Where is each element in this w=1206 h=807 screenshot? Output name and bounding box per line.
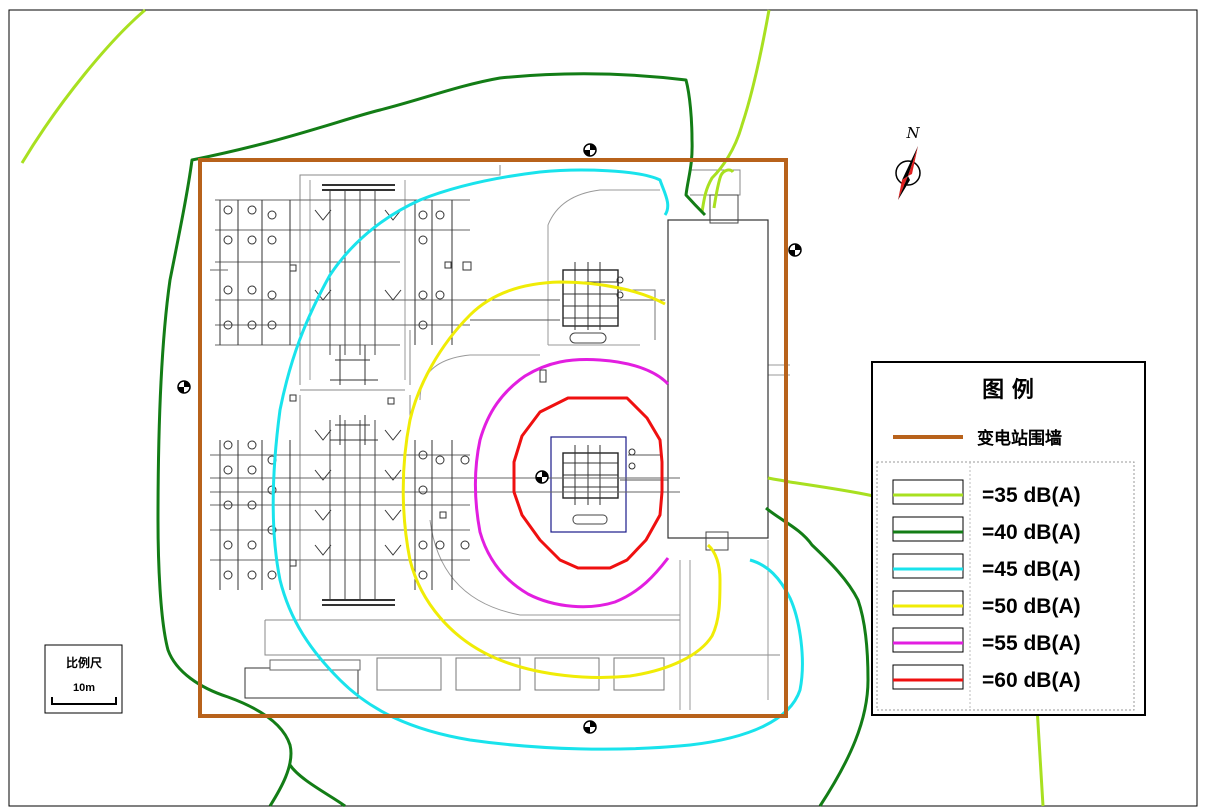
contour-55dba xyxy=(474,358,670,609)
contour-50dba xyxy=(401,280,722,679)
substation-wall xyxy=(198,158,788,718)
legend-label: =35 dB(A) xyxy=(982,484,1081,507)
monitoring-point-icon xyxy=(535,470,549,484)
legend-title: 图 例 xyxy=(982,378,1034,403)
legend: 图 例 变电站围墙 =35 dB(A) =40 dB(A) =45 dB(A) =50… xyxy=(871,361,1146,716)
legend-label: =40 dB(A) xyxy=(982,521,1081,544)
contour-40dba xyxy=(156,72,870,807)
legend-item: =60 dB(A) xyxy=(892,664,1081,692)
page-frame xyxy=(8,9,1198,807)
monitoring-point-icon xyxy=(788,243,802,257)
legend-item: =45 dB(A) xyxy=(892,553,1081,581)
legend-item: =55 dB(A) xyxy=(892,627,1081,655)
scale-bar-title: 比例尺 xyxy=(66,655,102,670)
scale-bar: 比例尺 10m xyxy=(44,644,123,714)
legend-item: =50 dB(A) xyxy=(892,590,1081,618)
contour-35dba xyxy=(20,8,1045,807)
north-arrow: N xyxy=(895,124,921,200)
monitoring-point-icon xyxy=(583,143,597,157)
legend-item: =40 dB(A) xyxy=(892,516,1081,544)
legend-label: =60 dB(A) xyxy=(982,669,1081,692)
north-label: N xyxy=(905,124,920,142)
legend-wall-label: 变电站围墙 xyxy=(977,428,1062,449)
legend-label: =45 dB(A) xyxy=(982,558,1081,581)
monitoring-points xyxy=(177,143,802,734)
control-building xyxy=(667,219,769,539)
substation-layout-drawing xyxy=(210,165,790,710)
legend-item: =35 dB(A) xyxy=(892,479,1081,507)
compass-icon xyxy=(895,160,921,186)
contour-60dba xyxy=(512,396,664,570)
legend-items: =35 dB(A) =40 dB(A) =45 dB(A) =50 dB(A) =55 … xyxy=(892,479,1081,692)
legend-label: =55 dB(A) xyxy=(982,632,1081,655)
noise-contours xyxy=(20,8,1045,807)
scale-bar-distance: 10m xyxy=(73,682,95,694)
legend-box xyxy=(871,361,1146,716)
legend-label: =50 dB(A) xyxy=(982,595,1081,618)
monitoring-point-icon xyxy=(177,380,191,394)
monitoring-point-icon xyxy=(583,720,597,734)
